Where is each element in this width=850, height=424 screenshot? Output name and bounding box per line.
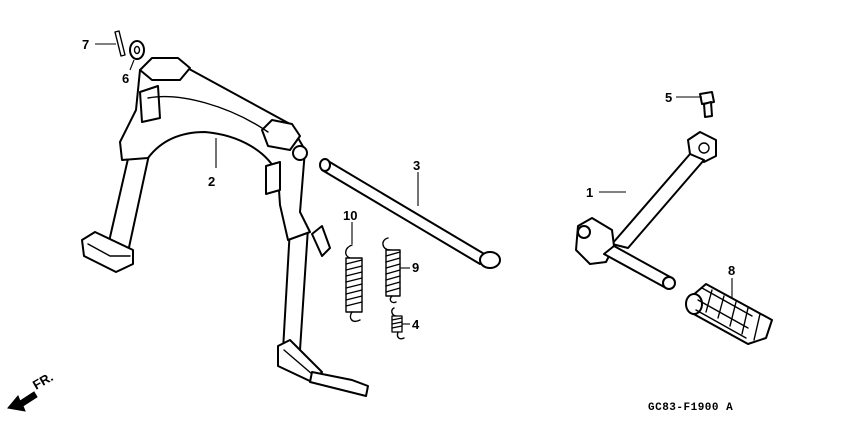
callout-5: 5: [665, 90, 702, 105]
callout-6: 6: [122, 59, 135, 86]
direction-label: FR.: [30, 369, 56, 392]
callout-label: 1: [586, 185, 593, 200]
bolt: [699, 91, 715, 118]
direction-arrow-icon: [7, 391, 38, 412]
callout-2: 2: [208, 138, 217, 189]
cotter-pin: [114, 30, 126, 57]
callout-4: 4: [402, 317, 420, 332]
front-direction-indicator: FR.: [7, 369, 56, 412]
spring-short: [391, 307, 405, 340]
callout-label: 8: [728, 263, 735, 278]
spring-medium: [382, 237, 401, 304]
callout-8: 8: [728, 263, 735, 298]
callout-label: 2: [208, 174, 215, 189]
callout-label: 7: [82, 37, 89, 52]
callout-label: 6: [122, 71, 129, 86]
stand-shaft: [319, 158, 501, 269]
callout-10: 10: [343, 208, 357, 244]
callout-7: 7: [82, 37, 116, 52]
diagram-code: GC83-F1900 A: [648, 402, 733, 414]
washer: [129, 40, 145, 60]
callout-label: 9: [412, 260, 419, 275]
kick-rubber: [685, 283, 773, 345]
kick-arm: [575, 131, 717, 290]
callout-label: 3: [413, 158, 420, 173]
main-stand: [81, 57, 369, 397]
callout-label: 4: [412, 317, 420, 332]
spring-long: [345, 244, 363, 322]
callout-label: 5: [665, 90, 672, 105]
callout-3: 3: [413, 158, 420, 206]
callout-label: 10: [343, 208, 357, 223]
callout-9: 9: [400, 260, 419, 275]
callout-1: 1: [586, 185, 626, 200]
